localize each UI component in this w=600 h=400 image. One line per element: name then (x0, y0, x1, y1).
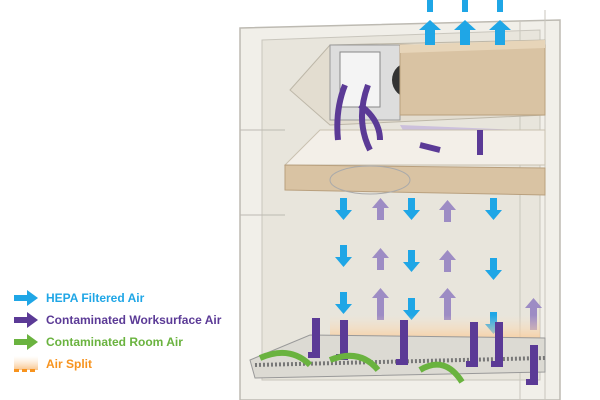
arrow-right-icon (14, 290, 38, 306)
arrow-right-icon (14, 312, 38, 328)
legend-item-hepa: HEPA Filtered Air (14, 287, 221, 309)
dashed-gradient-icon (14, 356, 38, 372)
legend-item-air-split: Air Split (14, 353, 221, 375)
legend-item-room-air: Contaminated Room Air (14, 331, 221, 353)
legend: HEPA Filtered Air Contaminated Worksurfa… (14, 287, 221, 375)
legend-label: Contaminated Room Air (46, 335, 183, 349)
legend-label: Air Split (46, 357, 93, 371)
upflow-arrows (372, 198, 542, 330)
exhaust-arrows (419, 0, 511, 45)
legend-label: Contaminated Worksurface Air (46, 313, 222, 327)
hepa-filter (283, 129, 546, 196)
room-air-arrows (258, 349, 465, 384)
arrow-right-icon (14, 334, 38, 350)
blower-motor (289, 39, 546, 126)
legend-item-worksurface: Contaminated Worksurface Air (14, 309, 221, 331)
legend-label: HEPA Filtered Air (46, 291, 145, 305)
blower-recirculation-arrows (334, 83, 483, 155)
worksurface-arrows (308, 318, 538, 385)
